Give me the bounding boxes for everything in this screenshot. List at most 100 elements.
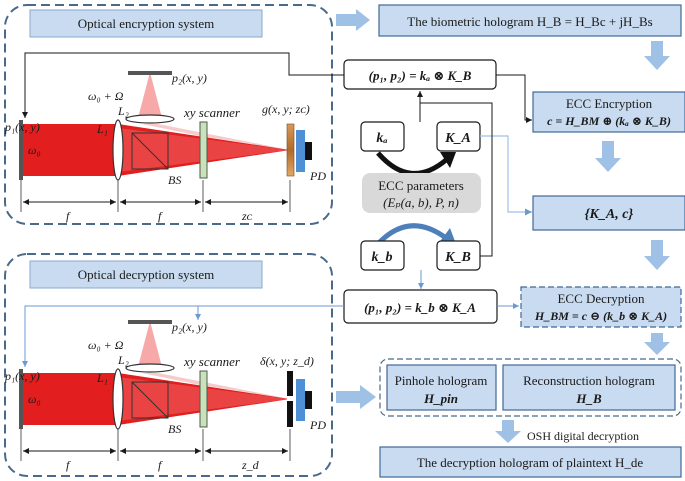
kb-box xyxy=(360,240,405,271)
label-L2: L₂ xyxy=(117,104,129,118)
params-expr: (Eₚ(a, b), P, n) xyxy=(383,195,459,210)
lens-L2 xyxy=(125,363,175,373)
label-PD: PD xyxy=(309,418,326,432)
fat-arrow-down-5 xyxy=(495,420,521,443)
label-z: zᴄ xyxy=(241,209,253,223)
lens-L1 xyxy=(112,368,124,430)
laser-beam-reference-lower xyxy=(142,124,290,150)
encryption-title-box xyxy=(29,9,263,38)
label-p2: p₂(x, y) xyxy=(171,71,207,85)
pupil-p1 xyxy=(19,369,23,429)
encryption-system-frame xyxy=(4,4,333,225)
label-p2: p₂(x, y) xyxy=(171,320,207,334)
flow-column: The biometric hologram H_B = H_Bc + jH_B… xyxy=(336,4,685,478)
label-z: z_d xyxy=(241,458,260,472)
kac-text: {K_A, c} xyxy=(585,207,634,222)
ecc-dec-expr: H_BM = c ⊖ (k_b ⊗ K_A) xyxy=(534,309,667,323)
xy-scanner xyxy=(199,121,208,179)
p-enc-text: (p₁, p₂) = kₐ ⊗ K_B xyxy=(369,68,472,83)
kb-text: k_b xyxy=(372,250,393,265)
label-g: g(x, y; zᴄ) xyxy=(262,102,310,116)
fat-arrow-down-1 xyxy=(644,41,670,70)
beam-splitter-diagonal xyxy=(131,381,169,419)
ecc-enc-box xyxy=(532,91,685,133)
fat-arrow-enc-to-biometric xyxy=(336,9,370,31)
ka-box xyxy=(360,121,405,152)
p-dec-text: (p₁, p₂) = k_b ⊗ K_A xyxy=(364,300,476,315)
pinhole-gap xyxy=(287,396,293,401)
label-omega0: ω₀ xyxy=(28,143,41,157)
object-g xyxy=(286,123,295,177)
label-L2: L₂ xyxy=(117,353,129,367)
ecc-enc-expr: c = H_BM ⊕ (kₐ ⊗ K_B) xyxy=(547,114,671,128)
photodetector xyxy=(296,130,305,172)
params-title: ECC parameters xyxy=(378,178,464,193)
label-f-right: f xyxy=(158,458,163,472)
params-box xyxy=(362,173,481,213)
label-L1: L₁ xyxy=(96,371,108,385)
decryption-system-frame xyxy=(4,253,333,477)
label-omega0: ω₀ xyxy=(28,392,41,406)
pinhole-title: Pinhole hologram xyxy=(395,373,488,388)
photodetector-back xyxy=(305,142,312,160)
KA-text: K_A xyxy=(444,131,471,146)
xy-scanner xyxy=(199,370,208,428)
final-text: The decryption hologram of plaintext H_d… xyxy=(417,455,644,470)
laser-beam-reference xyxy=(138,321,162,367)
curve-arrow-kb-KB xyxy=(374,223,448,248)
fat-arrow-down-4 xyxy=(644,333,670,355)
lens-L2 xyxy=(125,114,175,124)
key-exchange: (p₁, p₂) = kₐ ⊗ K_B kₐ K_A ECC parameter… xyxy=(22,52,532,367)
ecc-enc-title: ECC Encryption xyxy=(566,96,653,111)
label-BS: BS xyxy=(168,173,181,187)
photodetector xyxy=(296,379,305,421)
label-f-right: f xyxy=(158,209,163,223)
pupil-p2 xyxy=(128,320,172,324)
curve-arrowhead-ka-KA xyxy=(440,152,456,168)
final-box xyxy=(379,446,682,478)
fat-arrow-dec-to-holograms xyxy=(336,385,376,409)
biometric-text: The biometric hologram H_B = H_Bc + jH_B… xyxy=(407,14,652,29)
kac-box xyxy=(532,195,685,231)
connector-p-enc-to-ecc xyxy=(496,74,532,123)
label-p1: p₁(x, y) xyxy=(4,120,40,134)
ecc-dec-title: ECC Decryption xyxy=(557,291,645,306)
beam-splitter xyxy=(131,132,169,170)
ecc-dec-box xyxy=(520,286,682,328)
laser-beam-reference xyxy=(138,72,162,118)
label-scanner: xy scanner xyxy=(183,105,241,120)
decryption-title: Optical decryption system xyxy=(78,267,214,282)
label-delta: δ(x, y; z_d) xyxy=(260,354,314,368)
connector-KB-to-p-enc xyxy=(420,102,493,257)
label-BS: BS xyxy=(168,422,181,436)
beam-splitter-diagonal xyxy=(131,132,169,170)
ka-text: kₐ xyxy=(376,131,387,146)
pinhole-sym: H_pin xyxy=(423,391,458,406)
label-f-left: f xyxy=(66,209,71,223)
decryption-title-box xyxy=(29,260,263,289)
connector-p-to-enc-optics xyxy=(22,52,344,118)
label-L1: L₁ xyxy=(96,122,108,136)
label-scanner: xy scanner xyxy=(183,354,241,369)
recon-sym: H_B xyxy=(575,391,602,406)
pupil-p2 xyxy=(128,71,172,75)
curve-arrowhead-kb-KB xyxy=(438,228,456,244)
connector-p-dec-to-optics xyxy=(22,305,344,367)
decryption-system: Optical decryption system p₂(x, y) ω₀ + … xyxy=(4,253,333,477)
fat-arrow-down-3 xyxy=(644,240,670,270)
connector-KA-to-kac xyxy=(480,135,532,216)
laser-beam-reference-lower xyxy=(142,373,290,399)
biometric-box xyxy=(378,4,682,37)
pupil-p1 xyxy=(19,120,23,180)
encryption-system: Optical encryption system p₂(x, y) ω₀ + … xyxy=(4,4,333,225)
label-omega: ω₀ + Ω xyxy=(88,89,124,103)
osh-label: OSH digital decryption xyxy=(527,429,639,443)
pinhole-box xyxy=(386,364,497,411)
KB-text: K_B xyxy=(444,250,471,265)
beam-splitter xyxy=(131,381,169,419)
curve-arrow-ka-KA xyxy=(376,151,448,176)
recon-box xyxy=(502,364,676,411)
recon-title: Reconstruction hologram xyxy=(523,373,655,388)
